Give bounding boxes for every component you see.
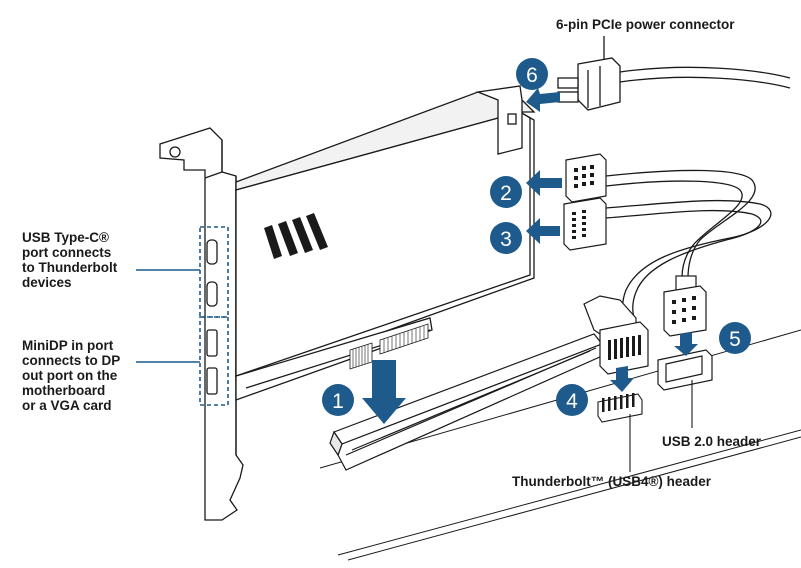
step-6-marker: 6 [516,58,548,90]
usb-type-c-port-icon [206,239,218,265]
label-leaders [629,380,693,472]
bracket-ports [206,239,218,395]
step-3-marker: 3 [490,222,522,254]
thunderbolt-cable-connector [583,295,649,375]
step-1-marker: 1 [322,384,354,416]
svg-text:3: 3 [500,228,512,251]
arrow-icon [362,88,698,424]
minidp-port-icon [206,329,218,357]
power-connector-label: 6-pin PCIe power connector [556,17,735,32]
usb-type-c-label: USB Type-C® port connects to Thunderbolt… [22,230,118,290]
thunderbolt-header-label: Thunderbolt™ (USB4®) header [512,474,711,489]
6-pin-power-connector [557,57,621,111]
step-4-marker: 4 [556,384,588,416]
step-5-marker: 5 [719,322,751,354]
svg-text:5: 5 [729,328,741,351]
svg-text:6: 6 [526,64,538,87]
minidp-port-icon [206,367,218,395]
pcie-gold-fingers [349,323,429,370]
power-cable [603,36,791,89]
port-callout-boxes [199,226,229,406]
usb20-header-label: USB 2.0 header [662,434,762,449]
step-markers: 1 2 3 4 5 6 [322,58,751,416]
minidp-label: MiniDP in port connects to DP out port o… [22,338,121,413]
expansion-card [235,85,536,401]
connector-3 [563,197,607,251]
svg-text:4: 4 [566,390,578,413]
svg-text:2: 2 [500,182,512,205]
svg-text:1: 1 [332,390,344,413]
thunderbolt-header [597,393,643,423]
header-cables [605,169,772,319]
card-bracket [159,127,244,521]
usb2-cable-connector [663,275,707,337]
usb-type-c-port-icon [206,281,218,307]
usb2-header [657,349,713,391]
connector-2 [565,153,607,203]
callout-lines [136,269,200,363]
step-2-marker: 2 [490,176,522,208]
